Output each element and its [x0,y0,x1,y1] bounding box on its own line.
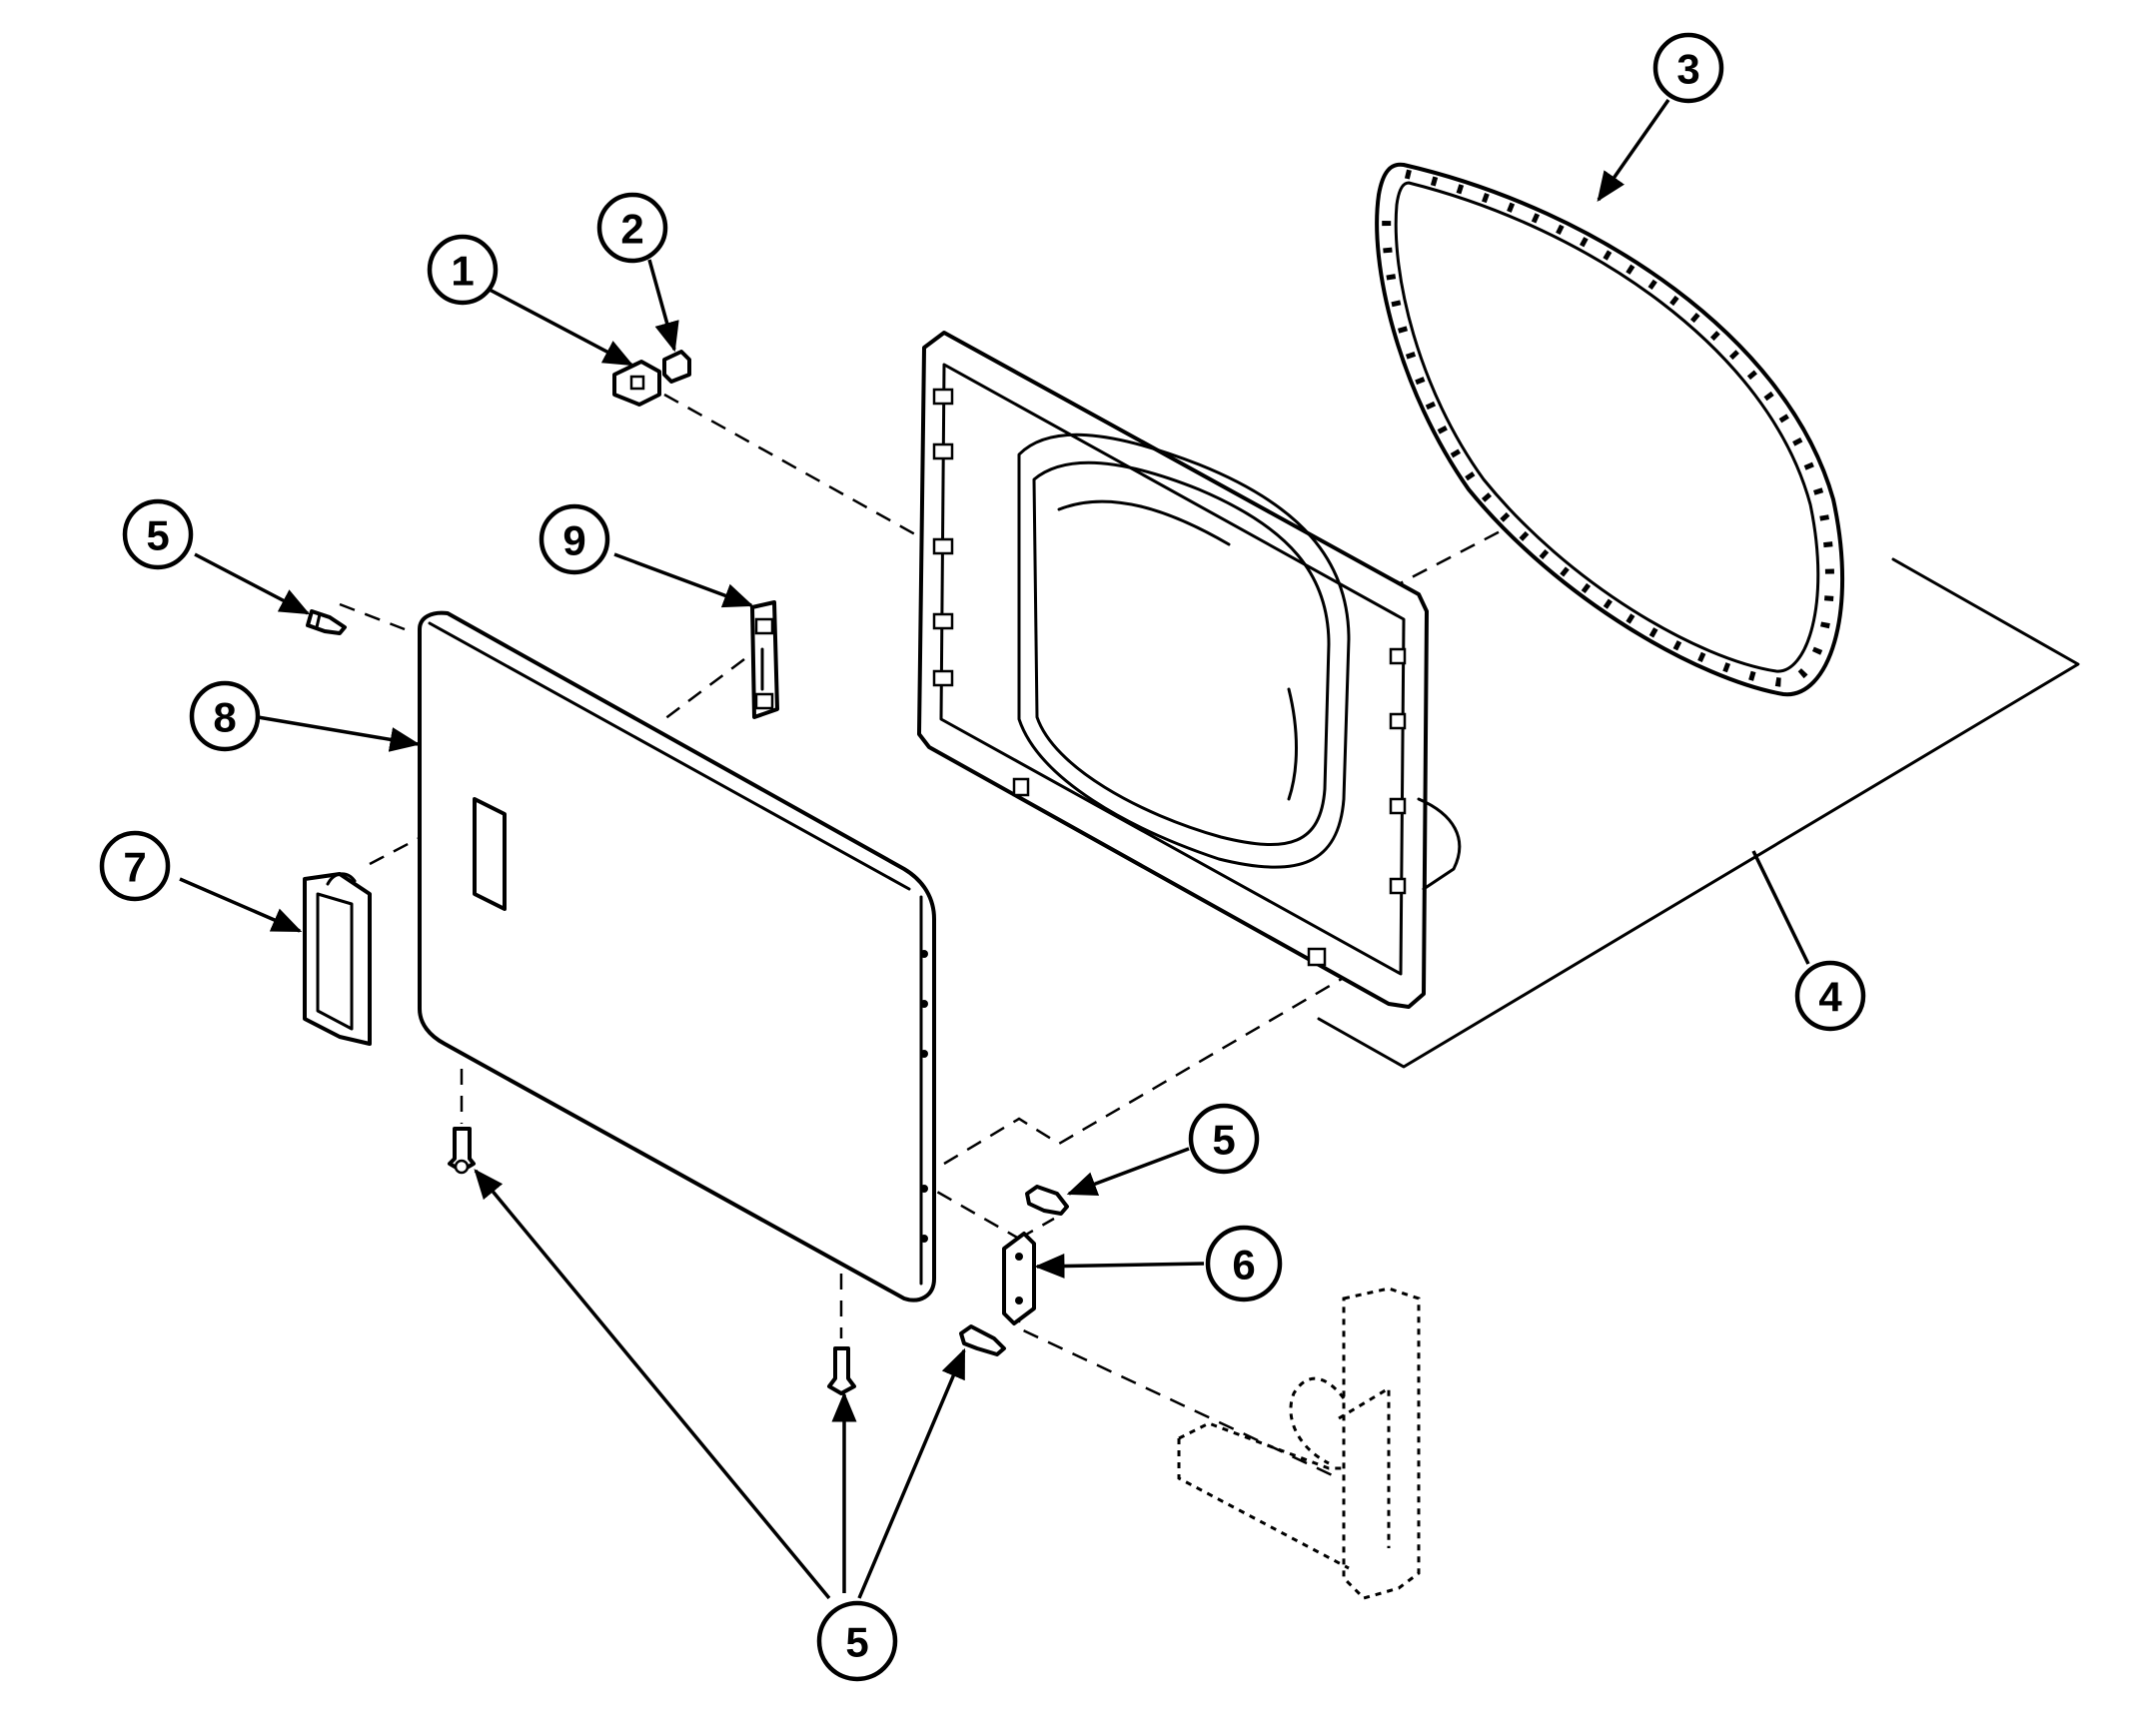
callout-4: 4 [1794,960,1866,1032]
strike-clip [662,350,691,384]
front-panel-outline [1317,557,2080,1069]
callout-label: 2 [620,206,643,253]
callout-label: 3 [1676,46,1699,93]
callout-label: 5 [1212,1117,1235,1164]
screw-hinge-lower [959,1324,1006,1356]
callout-label: 4 [1818,974,1842,1021]
strike-bracket [612,360,661,407]
screw-bottom-left [448,1127,476,1175]
door-seal-gasket [1375,162,1845,697]
callout-9: 9 [539,503,610,575]
callout-label: 8 [213,694,236,741]
callout-5-bottom: 5 [816,1600,898,1682]
screw-bottom-middle [827,1346,856,1395]
leader-lines [179,98,1810,1600]
screws [306,609,1069,1395]
door-hinge [1002,1232,1036,1325]
callout-8: 8 [189,680,261,752]
callout-1: 1 [427,234,499,306]
inner-door-frame [917,331,1462,1009]
callout-3: 3 [1652,32,1724,104]
callout-6: 6 [1205,1225,1283,1302]
callout-5-hinge: 5 [1188,1103,1260,1175]
outer-door-panel [418,610,936,1302]
callout-label: 1 [451,248,474,295]
callout-label: 5 [845,1619,868,1666]
callout-2: 2 [596,192,668,264]
door-catch [750,600,779,719]
screw-top-left [306,609,347,635]
callout-5-top-left: 5 [122,498,194,570]
callout-label: 6 [1232,1242,1255,1289]
screw-hinge-upper [1025,1185,1069,1216]
cabinet-phantom [1177,1287,1421,1600]
door-handle [303,872,372,1046]
callout-label: 9 [562,517,585,564]
callout-label: 5 [146,512,169,559]
callout-7: 7 [99,830,171,902]
callout-label: 7 [123,844,146,891]
